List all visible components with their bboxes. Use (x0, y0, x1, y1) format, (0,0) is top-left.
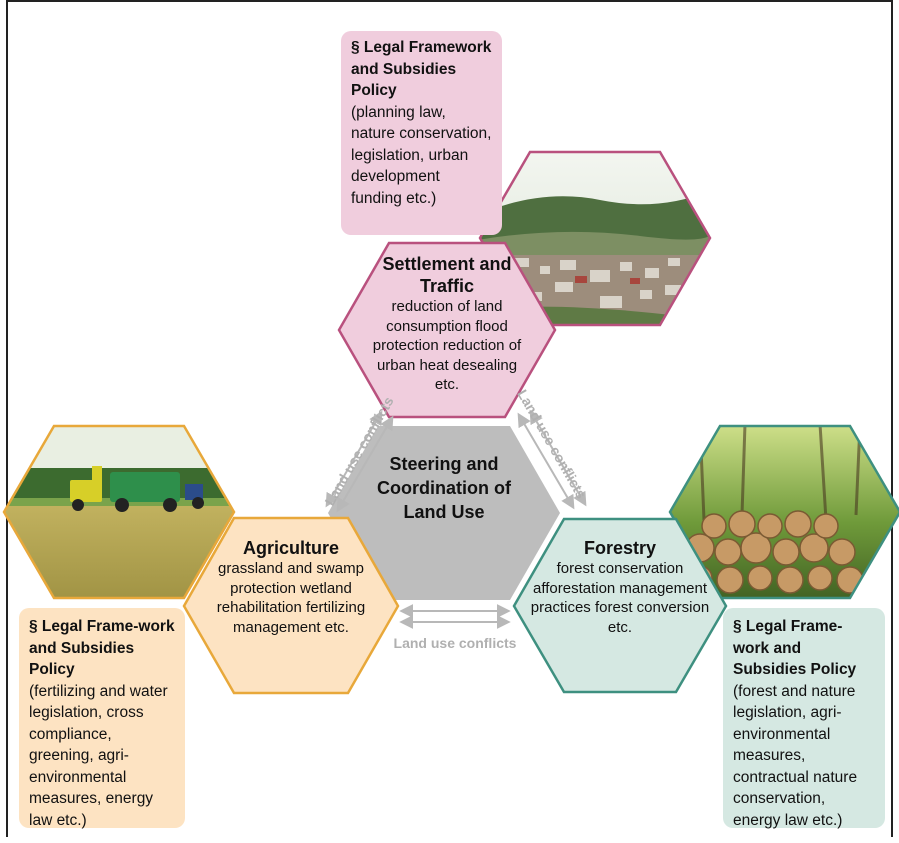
legal-framework-body: (planning law, nature conservation, legi… (351, 103, 492, 207)
settlement-body: reduction of land consumption flood prot… (372, 298, 522, 393)
legal-framework-title: § Legal Frame-work and Subsidies Policy (29, 618, 175, 678)
forestry-text: Forestry forest conservation afforestati… (530, 537, 710, 637)
legal-framework-forestry-box: § Legal Frame-work and Subsidies Policy … (723, 608, 885, 829)
legal-framework-body: (forest and nature legislation, agri-env… (733, 682, 858, 829)
conflict-label-bottom: Land use conflicts (393, 635, 517, 651)
agriculture-title: Agriculture (242, 538, 339, 558)
forestry-hexagon (512, 517, 728, 694)
agriculture-body: grassland and swamp protection wetland r… (216, 560, 366, 636)
agriculture-hexagon (182, 516, 400, 695)
settlement-hexagon (337, 241, 557, 419)
legal-framework-title: § Legal Framework and Subsidies Policy (351, 39, 492, 99)
timber-logs-photo (668, 424, 899, 600)
forestry-body: forest conservation afforestation manage… (530, 560, 710, 636)
forestry-title: Forestry (583, 538, 657, 558)
legal-framework-title: § Legal Frame-work and Subsidies Policy (733, 618, 857, 678)
center-title: Steering and Coordination of Land Use (377, 454, 511, 522)
legal-framework-settlement-box: § Legal Framework and Subsidies Policy (… (341, 31, 502, 235)
settlement-title: Settlement and Traffic (382, 254, 512, 296)
settlement-text: Settlement and Traffic reduction of land… (364, 253, 530, 395)
figure-frame (6, 0, 893, 843)
legal-framework-body: (fertilizing and water legislation, cros… (29, 682, 168, 829)
legal-framework-agriculture-box: § Legal Frame-work and Subsidies Policy … (19, 608, 185, 829)
agriculture-text: Agriculture grassland and swamp protecti… (204, 537, 378, 637)
conflict-arrows (325, 409, 587, 629)
